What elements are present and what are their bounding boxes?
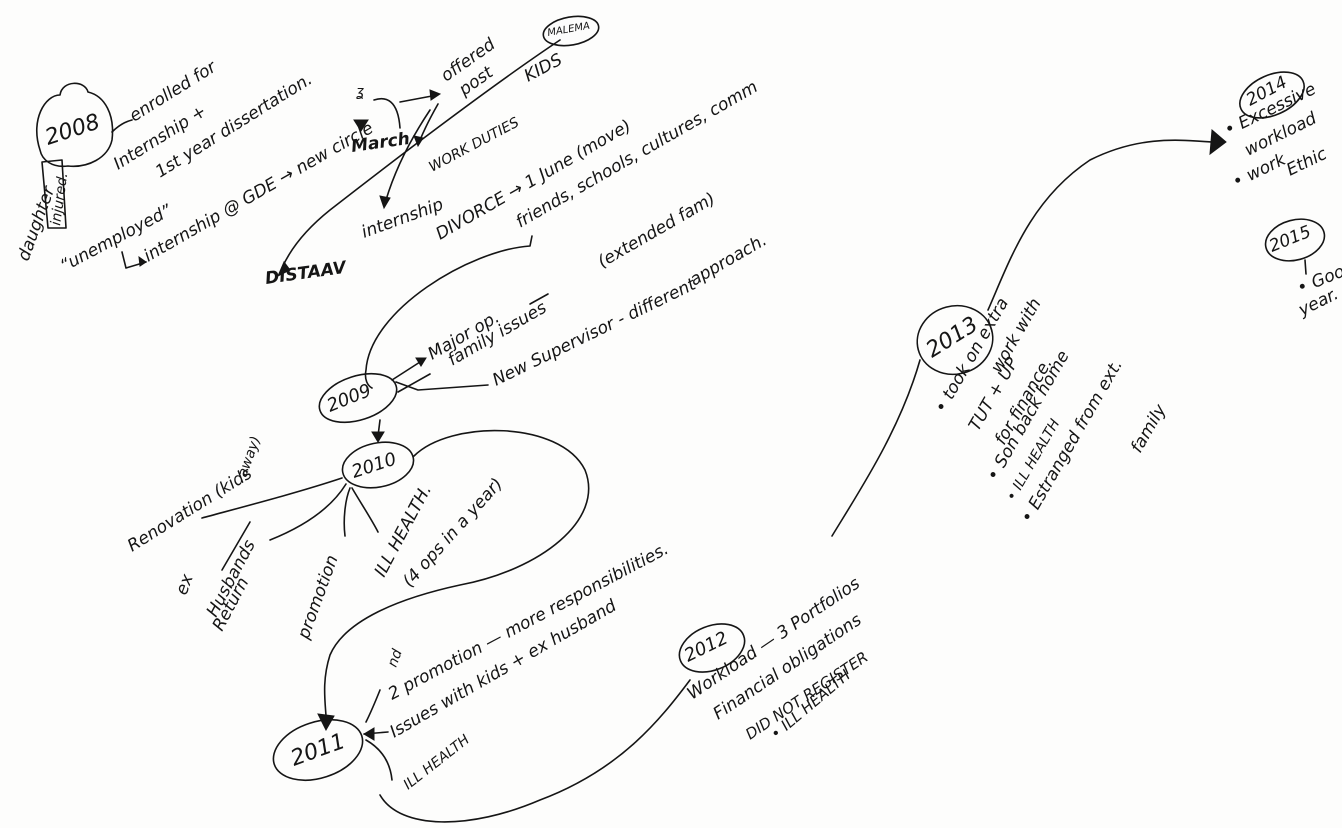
node-2008-label: 2008 [42, 110, 103, 151]
internship-arrowhead [379, 195, 391, 210]
friends-to-2009-curve [364, 235, 533, 389]
node-2015-label: 2015 [1266, 222, 1314, 257]
node-2011-label: 2011 [288, 729, 349, 772]
node-2009-label: 2009 [324, 380, 374, 417]
ill-health-2011-label: ILL HEALTH [401, 732, 474, 794]
march-squiggle: ʓ [356, 84, 364, 100]
node-2008-bubble [35, 82, 114, 168]
approach-label: approach. [687, 230, 771, 290]
node-2011: 2011 [272, 719, 364, 781]
branch-to-distaav [281, 39, 561, 269]
injured-label: injured. [48, 172, 71, 227]
friends-label: friends, schools, cultures, comm [513, 77, 762, 232]
node-2009: 2009 [318, 372, 398, 424]
work-duties-label: WORK DUTIES [426, 115, 522, 176]
node-2010-label: 2010 [349, 449, 399, 483]
node-2008: 2008 [35, 82, 114, 168]
node-2013-ellipse [916, 304, 994, 376]
malema-ellipse [542, 15, 600, 47]
unemployed-arrowhead [138, 255, 147, 267]
family-issues-dash [529, 293, 549, 305]
extended-family-label: (extended fam) [595, 189, 719, 272]
link-2013-2014-head [1209, 128, 1227, 156]
internship-label: internship [359, 195, 446, 243]
husbands-underline [221, 521, 251, 571]
node-2011-ellipse [272, 719, 364, 781]
new-supervisor-label: New Supervisor - different [489, 274, 700, 390]
node-2015-ellipse [1264, 218, 1326, 262]
link-2010-husbands [269, 483, 347, 541]
link-2009-new-supervisor [395, 381, 489, 391]
family-label: family [1127, 400, 1171, 456]
node-2014-ellipse [1239, 71, 1305, 119]
ex-label: ex [172, 571, 198, 598]
injured-box-outline [41, 159, 67, 229]
work-duties-arrowhead [413, 135, 424, 148]
link-2009-family [397, 373, 431, 393]
major-op-arrowhead [415, 357, 427, 367]
loop-2010-to-2011 [323, 429, 590, 717]
march-to-offered-head [429, 89, 442, 101]
link-2008-enrolled [111, 119, 133, 133]
kids-label: KIDS [521, 50, 566, 87]
distaav-label: DISTAAV [264, 258, 349, 289]
injured-box: injured. [41, 159, 71, 229]
link-2012-to-2013 [831, 359, 921, 537]
nd-label: nd [385, 647, 406, 669]
node-2010-ellipse [341, 441, 415, 489]
distaav-arrowhead [277, 261, 291, 278]
link-2009-major-op [391, 361, 421, 381]
node-2009-ellipse [318, 372, 398, 424]
march-bracket [373, 97, 401, 129]
link-2011-to-2012 [379, 679, 691, 823]
link-2010-promotion [343, 487, 351, 537]
loop-2010-2011-head [317, 713, 335, 732]
node-2015: 2015 [1264, 218, 1326, 262]
renovation-label: Renovation (kids [124, 464, 256, 557]
link-2010-renovation [201, 477, 343, 519]
link-2011-issues-head [363, 727, 375, 741]
away-label: away) [235, 434, 265, 479]
march-arrowhead [353, 119, 369, 132]
node-2012-ellipse [678, 623, 746, 673]
branch-to-internship [385, 109, 431, 201]
ethic-label: Ethic [1283, 144, 1330, 181]
link-2009-2010-head [371, 431, 385, 443]
promotion-label: promotion [294, 552, 343, 642]
link-2013-to-2014 [987, 139, 1213, 311]
malema-label: MALEMA [547, 21, 591, 39]
branch-to-work-duties [419, 103, 439, 141]
link-2011-promotion [365, 689, 381, 723]
node-2010: 2010 [341, 441, 415, 489]
link-2015-note [1304, 259, 1307, 275]
internship-gde-label: internship @ GDE → new circle [141, 118, 377, 266]
link-2010-ill-health [351, 487, 379, 533]
link-2011-ill-health [365, 739, 393, 781]
march-to-offered [399, 95, 433, 103]
